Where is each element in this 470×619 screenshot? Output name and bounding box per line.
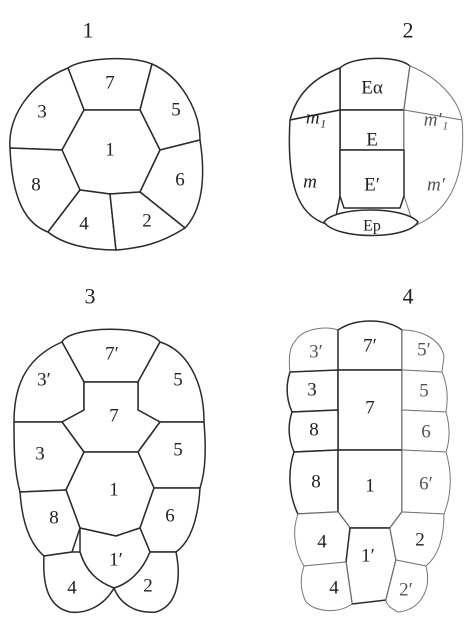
figure-4-label-3: 3 <box>307 380 317 401</box>
figure-3-label-3-prime: 3′ <box>37 370 51 391</box>
figure-4-label-5: 5 <box>419 381 429 402</box>
figure-4-cell-4 <box>301 562 352 611</box>
figure-3-label-8: 8 <box>49 508 59 529</box>
figure-2: 2 Eα m₁ m′₁ E m m′ E′ Ep <box>289 18 462 236</box>
figure-2-label-Ea: Eα <box>361 78 383 99</box>
figure-4-label-2: 2 <box>415 530 425 551</box>
figure-1: 1 7 3 5 1 8 6 4 2 <box>10 18 203 251</box>
figure-3-label-5: 5 <box>173 440 183 461</box>
figure-1-label-2: 2 <box>142 211 152 232</box>
figure-4-label-8: 8 <box>311 472 321 493</box>
figure-3-label-1-prime: 1′ <box>109 550 123 571</box>
figure-2-label-m: m <box>303 172 317 193</box>
figure-2-label-m1: m₁ <box>306 108 326 129</box>
figure-1-label-8: 8 <box>31 175 41 196</box>
figure-1-label-6: 6 <box>175 170 185 191</box>
figure-3-label-2: 2 <box>143 576 153 597</box>
figure-4-label-6-prime: 6′ <box>419 474 433 495</box>
figure-1-label-1: 1 <box>105 140 115 161</box>
figure-2-label-E-prime: E′ <box>364 175 380 196</box>
figure-4-label-7-prime: 7′ <box>363 336 377 357</box>
figure-3-label-5-top: 5 <box>173 370 183 391</box>
figure-4-label-4: 4 <box>329 578 339 599</box>
figure-4-label-4-upper: 4 <box>317 532 327 553</box>
figure-3: 3 7′ 3′ 5 7 3 5 1 8 6 1′ 4 2 <box>14 284 205 613</box>
figure-4-label-5-prime: 5′ <box>417 340 431 361</box>
figure-4-label-7: 7 <box>365 398 375 419</box>
figure-4-label-6: 6 <box>421 422 431 443</box>
figure-4: 4 3′ 7′ 5′ 3 7 5 8 6 8 1 6′ 4 1′ 2 4 2′ <box>287 284 450 613</box>
figure-3-label-7: 7 <box>109 406 119 427</box>
figure-3-label-1: 1 <box>109 480 119 501</box>
figure-3-label-4: 4 <box>67 578 77 599</box>
figure-1-number: 1 <box>83 18 94 43</box>
figure-1-label-4: 4 <box>79 214 89 235</box>
figure-4-label-3-prime: 3′ <box>309 342 323 363</box>
figure-1-label-7: 7 <box>105 73 115 94</box>
figure-2-label-m-prime: m′ <box>427 175 446 196</box>
figure-4-label-1: 1 <box>365 476 375 497</box>
figure-3-label-6: 6 <box>165 506 175 527</box>
figure-3-number: 3 <box>85 284 96 309</box>
figure-2-label-E: E <box>366 130 378 151</box>
figure-4-label-8-upper: 8 <box>309 420 319 441</box>
figure-4-number: 4 <box>403 284 414 309</box>
figure-1-label-3: 3 <box>37 102 47 123</box>
figure-2-number: 2 <box>403 18 414 43</box>
figure-1-label-5: 5 <box>171 100 181 121</box>
figure-4-label-2-prime: 2′ <box>399 580 413 601</box>
figure-3-label-7-prime: 7′ <box>105 344 119 365</box>
figure-2-label-Ep: Ep <box>363 218 381 235</box>
figure-2-label-m1-prime: m′₁ <box>424 110 448 131</box>
figure-3-label-3: 3 <box>35 444 45 465</box>
figure-4-label-1-prime: 1′ <box>361 546 375 567</box>
